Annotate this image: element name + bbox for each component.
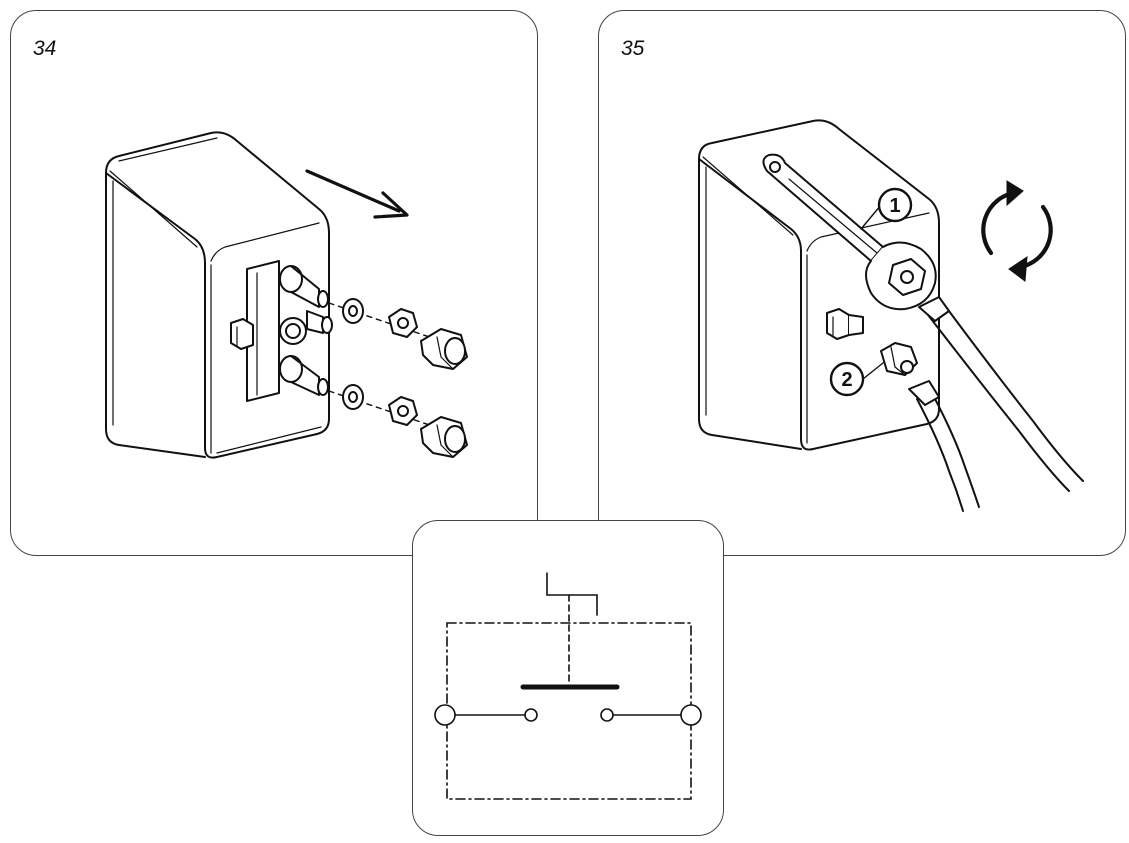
lower-terminal-nut	[880, 342, 918, 376]
relay-schematic-panel	[412, 520, 724, 836]
step-35-illustration: 1 2	[698, 119, 1084, 512]
step-34-illustration	[105, 131, 468, 459]
cables	[908, 296, 1084, 512]
contact-right	[600, 708, 614, 722]
lower-hardware	[342, 384, 468, 458]
step-35-panel: 35	[598, 10, 1126, 556]
middle-studs	[230, 310, 333, 350]
main-terminal-right	[680, 704, 702, 726]
wrench	[762, 153, 937, 311]
contact-left	[524, 708, 538, 722]
step-number-35: 35	[621, 37, 645, 60]
callout-1-label: 1	[889, 195, 900, 217]
callout-2-label: 2	[841, 369, 852, 391]
main-terminal-left	[434, 704, 456, 726]
step-number-34: 34	[33, 37, 57, 60]
callout-2: 2	[829, 361, 865, 397]
middle-stud	[826, 308, 864, 340]
upper-hardware	[342, 298, 468, 370]
lower-terminal-stud	[279, 355, 329, 396]
control-lead	[546, 572, 598, 616]
relay-schematic	[434, 572, 702, 800]
arrow-right-icon	[305, 169, 409, 219]
upper-terminal-stud	[279, 265, 329, 308]
step-34-panel: 34	[10, 10, 538, 556]
terminal-block	[246, 260, 280, 402]
callout-1: 1	[877, 187, 913, 223]
rotate-arrows-icon	[981, 180, 1053, 282]
